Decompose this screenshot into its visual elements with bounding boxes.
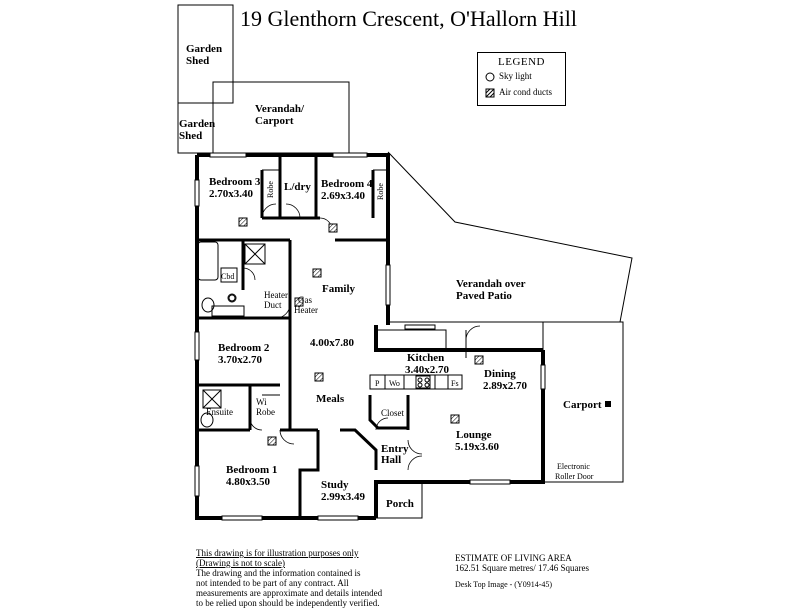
kitchen-dims: 3.40x2.70 bbox=[405, 364, 450, 376]
porch-outline bbox=[375, 481, 423, 519]
entry-hall-label: Hall bbox=[381, 454, 401, 466]
wall-oven-label: Wo bbox=[389, 379, 400, 388]
disclaimer-line: measurements are approximate and details… bbox=[196, 588, 383, 598]
estimate-value: 162.51 Square metres/ 17.46 Squares bbox=[455, 563, 589, 573]
bedroom1-dims: 4.80x3.50 bbox=[226, 476, 271, 488]
gas-heater-label: Heater bbox=[294, 305, 318, 315]
robe-label: Robe bbox=[266, 181, 275, 198]
verandah-carport-label: Carport bbox=[255, 115, 294, 127]
disclaimer: This drawing is for illustration purpose… bbox=[196, 548, 396, 608]
legend: LEGEND Sky light Air cond ducts bbox=[477, 52, 566, 106]
ensuite-label: Ensuite bbox=[206, 407, 233, 417]
ldry-label: L/dry bbox=[284, 181, 311, 193]
plan-title: 19 Glenthorn Crescent, O'Hallorn Hill bbox=[240, 6, 577, 31]
entry-hall-label: Entry bbox=[381, 443, 409, 455]
wi-robe-label: Robe bbox=[256, 407, 275, 417]
kitchen-benches bbox=[369, 329, 467, 390]
image-reference: Desk Top Image - (Y0914-45) bbox=[455, 580, 553, 589]
lounge-dims: 5.19x3.60 bbox=[455, 441, 500, 453]
living-area-estimate: ESTIMATE OF LIVING AREA 162.51 Square me… bbox=[455, 553, 589, 573]
roller-door-label: Roller Door bbox=[555, 472, 594, 481]
carport-label: Carport bbox=[563, 399, 602, 411]
disclaimer-line: This drawing is for illustration purpose… bbox=[196, 548, 359, 558]
verandah-patio-label: Verandah over bbox=[456, 278, 526, 290]
bedroom2-dims: 3.70x2.70 bbox=[218, 354, 263, 366]
family-dims: 4.00x7.80 bbox=[310, 337, 355, 349]
garden-shed-label: Shed bbox=[186, 55, 209, 67]
meals-label: Meals bbox=[316, 393, 345, 405]
wi-robe-label: Wi bbox=[256, 397, 267, 407]
estimate-heading: ESTIMATE OF LIVING AREA bbox=[455, 553, 572, 563]
lounge-label: Lounge bbox=[456, 429, 492, 441]
fridge-space-label: Fs bbox=[451, 379, 459, 388]
carport-marker bbox=[605, 401, 611, 407]
garden-shed-label: Shed bbox=[179, 130, 202, 142]
dining-dims: 2.89x2.70 bbox=[483, 380, 528, 392]
robe-label: Robe bbox=[376, 183, 385, 200]
legend-title: LEGEND bbox=[498, 56, 545, 68]
bedroom3-dims: 2.70x3.40 bbox=[209, 188, 254, 200]
verandah-carport-label: Verandah/ bbox=[255, 103, 305, 115]
sky-light-icon bbox=[485, 72, 495, 82]
disclaimer-line: not intended to be part of any contract.… bbox=[196, 578, 349, 588]
verandah-patio-outline bbox=[387, 151, 633, 323]
verandah-patio-label: Paved Patio bbox=[456, 290, 512, 302]
heater-duct-label: Heater bbox=[264, 290, 288, 300]
porch-label: Porch bbox=[386, 498, 414, 510]
roller-door-label: Electronic bbox=[557, 462, 590, 471]
closet-label: Closet bbox=[381, 408, 405, 418]
kitchen-label: Kitchen bbox=[407, 352, 444, 364]
heater-duct-label: Duct bbox=[264, 300, 282, 310]
dining-label: Dining bbox=[484, 368, 516, 380]
legend-item-air-cond-duct: Air cond ducts bbox=[485, 87, 552, 98]
legend-label: Sky light bbox=[499, 71, 532, 81]
garden-shed-label: Garden bbox=[186, 43, 222, 55]
windows bbox=[194, 152, 546, 521]
pantry-label: P bbox=[375, 379, 380, 388]
legend-label: Air cond ducts bbox=[499, 87, 552, 97]
garden-shed-label: Garden bbox=[179, 118, 215, 130]
cbd-label: Cbd bbox=[221, 272, 234, 281]
study-dims: 2.99x3.49 bbox=[321, 491, 366, 503]
internal-walls bbox=[197, 155, 410, 518]
study-label: Study bbox=[321, 479, 349, 491]
gas-heater-label: Gas bbox=[298, 295, 312, 305]
bedroom3-label: Bedroom 3 bbox=[209, 176, 261, 188]
legend-item-sky-light: Sky light bbox=[485, 71, 532, 82]
disclaimer-line: (Drawing is not to scale) bbox=[196, 558, 285, 568]
bedroom4-dims: 2.69x3.40 bbox=[321, 190, 366, 202]
bedroom1-label: Bedroom 1 bbox=[226, 464, 277, 476]
disclaimer-line: The drawing and the information containe… bbox=[196, 568, 361, 578]
bedroom2-label: Bedroom 2 bbox=[218, 342, 270, 354]
family-label: Family bbox=[322, 283, 355, 295]
air-cond-duct-icon bbox=[485, 88, 495, 98]
bedroom4-label: Bedroom 4 bbox=[321, 178, 373, 190]
skylights bbox=[227, 293, 237, 303]
door-swings bbox=[242, 203, 481, 471]
robes bbox=[262, 169, 388, 396]
bathroom-fixtures bbox=[197, 241, 266, 428]
